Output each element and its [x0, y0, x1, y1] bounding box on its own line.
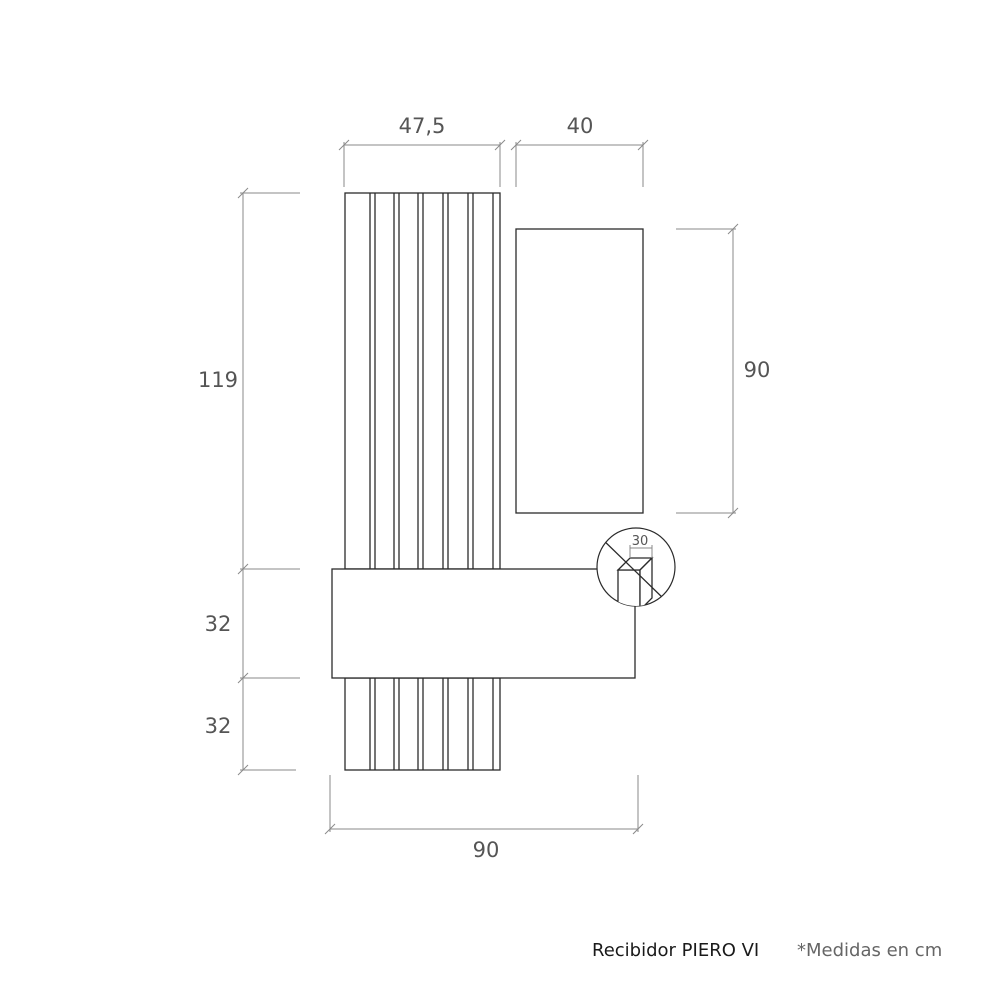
dimension-left: 119 32 32: [198, 187, 300, 776]
units-note: *Medidas en cm: [797, 940, 943, 961]
dimension-label-middle-height: 32: [205, 612, 232, 636]
dimension-label-total-width: 90: [473, 838, 500, 862]
slatted-panel-upper: [344, 192, 501, 570]
slatted-panel-lower: [344, 677, 501, 771]
detail-label: 30: [632, 534, 649, 549]
dimension-label-upper-height: 119: [198, 368, 238, 392]
dimension-label-top-right: 40: [567, 114, 594, 138]
dimension-total-width: 90: [324, 775, 644, 862]
dimension-mirror-height: 90: [676, 223, 771, 519]
dimension-label-mirror-height: 90: [744, 358, 771, 382]
dimension-label-lower-height: 32: [205, 714, 232, 738]
dimension-label-top-left: 47,5: [399, 114, 446, 138]
edge-detail: 30: [596, 527, 676, 607]
dimension-top-left: 47,5: [338, 114, 506, 187]
mirror: [515, 228, 644, 514]
console-box: [331, 568, 636, 679]
dimension-top-right: 40: [510, 114, 649, 187]
product-title: Recibidor PIERO VI: [592, 940, 760, 961]
